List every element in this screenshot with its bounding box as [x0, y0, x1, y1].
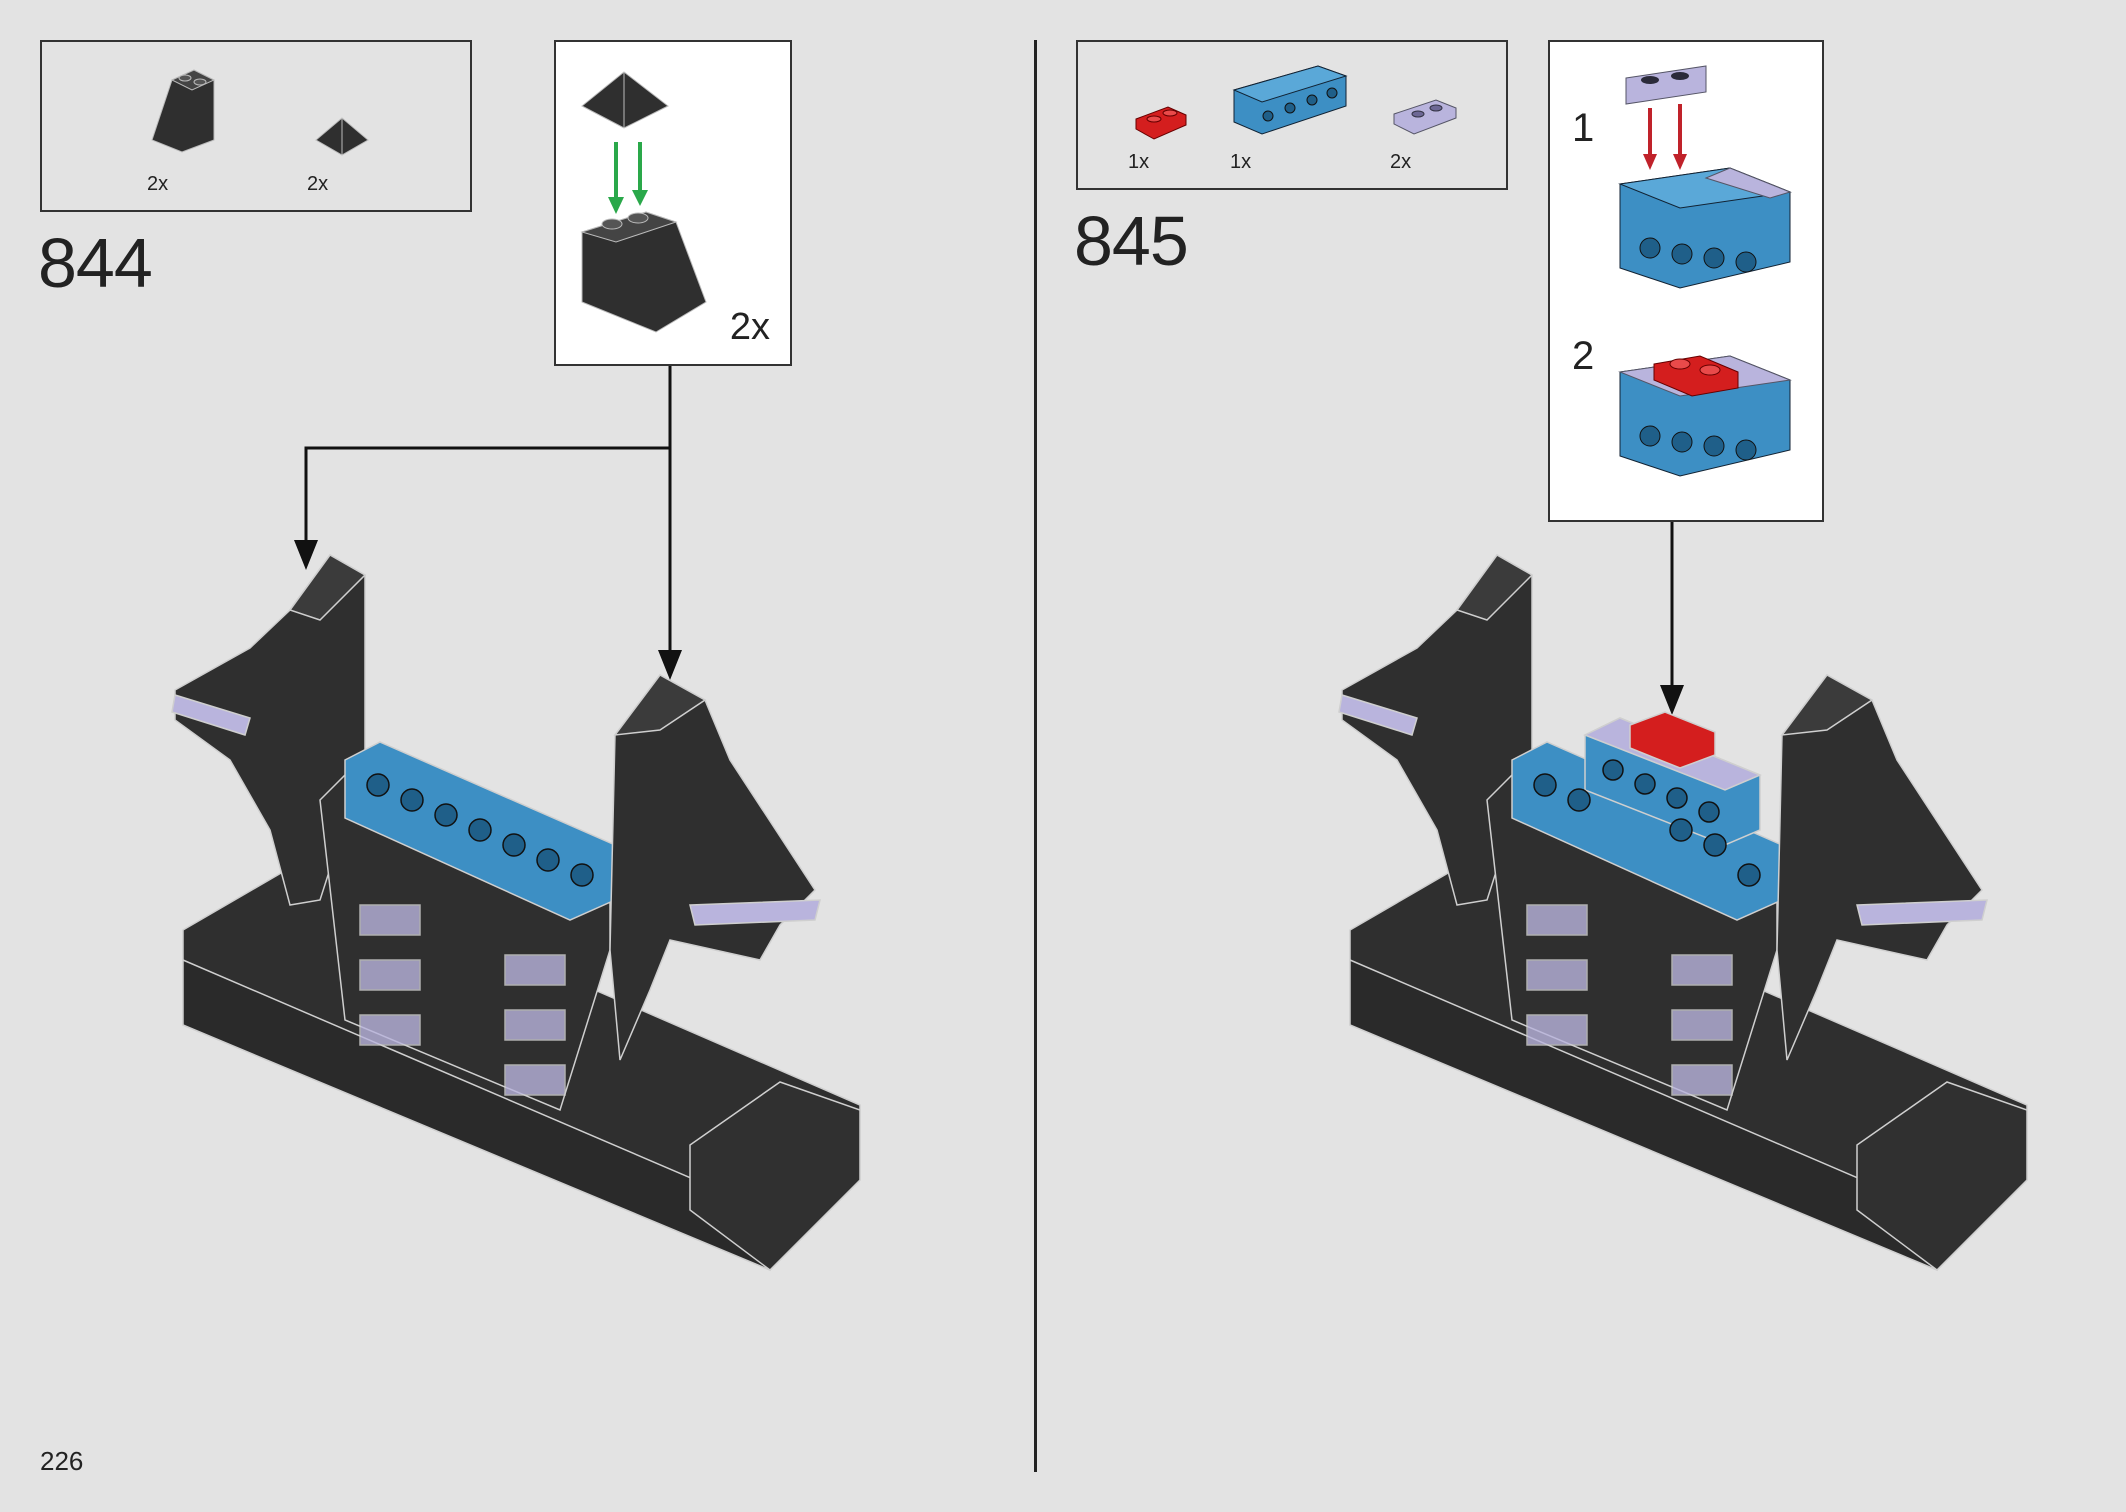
green-arrows-icon: [608, 142, 648, 214]
model-844: [171, 554, 861, 1272]
blue-brick-holes-845: [1533, 759, 1761, 887]
model-845: [1338, 554, 2028, 1272]
red-plate-icon: [1135, 106, 1187, 140]
part-qty: 2x: [1390, 151, 1412, 173]
slope-brick-icon: [151, 69, 216, 153]
step-number: 844: [38, 224, 153, 302]
part-qty: 2x: [307, 173, 329, 195]
blue-technic-brick-icon: [1232, 65, 1348, 135]
callout-845: 1 2: [1548, 40, 1824, 522]
part-qty: 2x: [147, 173, 169, 195]
arrow-head-icon: [1660, 685, 1684, 715]
page-number: 226: [40, 1446, 84, 1476]
trans-purple-plate-icon: [1393, 99, 1457, 135]
page-divider: [1034, 40, 1037, 1472]
substep-2-illustration: [1618, 355, 1792, 477]
arrow-head-icon: [294, 540, 318, 570]
blue-brick-holes-844: [366, 773, 594, 887]
part-qty: 1x: [1230, 151, 1252, 173]
pyramid-tile-icon: [581, 71, 669, 129]
callout-844: 2x: [554, 40, 792, 366]
part-qty: 1x: [1128, 151, 1150, 173]
parts-list-845: 1x 1x 2x: [1076, 40, 1508, 190]
pyramid-tile-icon: [315, 117, 369, 156]
substep-number: 1: [1572, 106, 1595, 150]
step-number: 845: [1074, 202, 1189, 280]
parts-list-844: 2x 2x: [40, 40, 472, 212]
callout-qty: 2x: [729, 306, 770, 348]
arrow-head-icon: [658, 650, 682, 680]
substep-1-illustration: [1618, 65, 1792, 289]
connector-arrows-844: [304, 366, 672, 660]
slope-brick-icon: [580, 211, 707, 333]
substep-number: 2: [1572, 334, 1595, 378]
